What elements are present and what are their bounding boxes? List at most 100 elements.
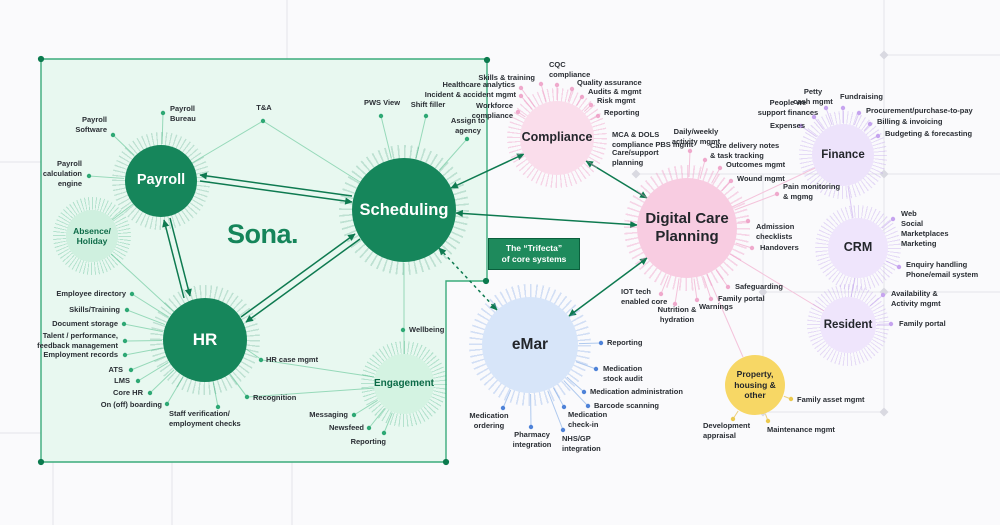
leader-line bbox=[368, 407, 386, 429]
leader-line bbox=[149, 369, 175, 394]
satellite-dot bbox=[86, 173, 92, 179]
satellite-label: Pharmacy integration bbox=[512, 430, 552, 449]
finance-node: Finance bbox=[812, 124, 874, 186]
link-line bbox=[246, 387, 377, 398]
satellite-label: Reporting bbox=[350, 437, 386, 447]
leader-line bbox=[130, 355, 166, 371]
satellite-dot bbox=[129, 291, 135, 297]
leader-line bbox=[520, 87, 536, 108]
leader-line bbox=[813, 116, 824, 130]
grid-diamond bbox=[879, 50, 889, 60]
link-line bbox=[111, 203, 134, 221]
connector-arrow bbox=[199, 180, 353, 205]
satellite-dot bbox=[728, 178, 734, 184]
satellite-dot bbox=[867, 121, 873, 127]
leader-line bbox=[137, 362, 169, 382]
satellite-dot bbox=[561, 404, 567, 410]
box-corner-dot bbox=[442, 458, 450, 466]
engagement-node: Engagement bbox=[374, 354, 434, 414]
satellite-label: Payroll calculation engine bbox=[42, 159, 82, 188]
satellite-dot bbox=[730, 416, 736, 422]
leader-line bbox=[735, 242, 753, 249]
satellite-dot bbox=[124, 307, 130, 313]
satellite-label: NHS/GP integration bbox=[562, 434, 601, 453]
satellite-dot bbox=[694, 297, 700, 303]
satellite-dot bbox=[122, 338, 128, 344]
satellite-dot bbox=[164, 401, 170, 407]
satellite-dot bbox=[258, 357, 264, 363]
satellite-dot bbox=[538, 81, 544, 87]
grid-diamond bbox=[879, 169, 889, 179]
satellite-label: Fundraising bbox=[840, 92, 883, 102]
satellite-label: ATS bbox=[108, 365, 123, 375]
box-corner-dot bbox=[37, 458, 45, 466]
satellite-label: PWS View bbox=[363, 98, 401, 108]
leader-line bbox=[131, 293, 169, 318]
satellite-dot bbox=[811, 114, 817, 120]
leader-line bbox=[353, 399, 378, 416]
connector-arrow bbox=[585, 160, 648, 199]
satellite-dot bbox=[464, 136, 470, 142]
satellite-label: Budgeting & forecasting bbox=[885, 129, 973, 139]
satellite-dot bbox=[128, 367, 134, 373]
compliance-node: Compliance bbox=[520, 101, 594, 175]
box-corner-dot bbox=[37, 55, 45, 63]
satellite-label: Expenses bbox=[770, 121, 806, 131]
satellite-label: Staff verification/ employment checks bbox=[169, 409, 241, 428]
satellite-label: Messaging bbox=[309, 410, 348, 420]
leader-line bbox=[721, 180, 732, 192]
satellite-label: Reporting bbox=[607, 338, 643, 348]
connector-arrow bbox=[240, 233, 356, 318]
satellite-dot bbox=[823, 105, 829, 111]
satellite-label: Employment records bbox=[43, 350, 118, 360]
satellite-label: Family portal bbox=[718, 294, 765, 304]
satellite-label: Outcomes mgmt bbox=[726, 160, 786, 170]
leader-line bbox=[112, 134, 135, 156]
satellite-label: Billing & invoicing bbox=[877, 117, 943, 127]
satellite-label: MCA & DOLS compliance PBS mgmt bbox=[612, 130, 694, 149]
satellite-label: Enquiry handling Phone/email system bbox=[906, 260, 979, 279]
satellite-dot bbox=[378, 113, 384, 119]
payroll-node: Payroll bbox=[125, 145, 197, 217]
satellite-label: Medication administration bbox=[590, 387, 683, 397]
box-corner-dot bbox=[482, 277, 490, 285]
satellite-label: Workforce compliance bbox=[471, 101, 513, 120]
link-line bbox=[262, 120, 361, 183]
leader-line bbox=[212, 382, 219, 408]
box-corner-dot bbox=[483, 56, 491, 64]
leader-line bbox=[699, 159, 706, 179]
link-line bbox=[850, 277, 856, 298]
satellite-label: Maintenance mgmt bbox=[767, 425, 835, 435]
leader-line bbox=[502, 389, 512, 409]
satellite-label: Barcode scanning bbox=[594, 401, 660, 411]
connector-arrow bbox=[455, 209, 638, 229]
leader-line bbox=[575, 361, 597, 370]
link-line bbox=[731, 167, 816, 208]
leader-line bbox=[380, 115, 392, 159]
satellite-dot bbox=[788, 396, 794, 402]
satellite-label: Shift filler bbox=[410, 100, 446, 110]
dashed-arrow bbox=[438, 247, 498, 311]
satellite-dot bbox=[702, 157, 708, 163]
satellite-dot bbox=[400, 327, 406, 333]
trifecta-badge-line2: of core systems bbox=[501, 254, 567, 264]
satellite-label: Core HR bbox=[112, 388, 143, 398]
satellite-label: Warnings bbox=[699, 302, 733, 312]
connector-arrow bbox=[162, 219, 185, 299]
hr-node: HR bbox=[163, 298, 247, 382]
leader-line bbox=[566, 376, 585, 393]
satellite-dot bbox=[745, 218, 751, 224]
satellite-label: Medication ordering bbox=[469, 411, 509, 430]
satellite-dot bbox=[381, 430, 387, 436]
satellite-dot bbox=[687, 148, 693, 154]
satellite-label: Reporting bbox=[604, 108, 640, 118]
satellite-dot bbox=[147, 390, 153, 396]
leader-line bbox=[540, 83, 547, 102]
connector-arrow bbox=[199, 172, 353, 197]
satellite-label: CQC compliance bbox=[549, 60, 591, 79]
satellite-dot bbox=[717, 165, 723, 171]
leader-line bbox=[800, 125, 817, 138]
satellite-dot bbox=[528, 424, 534, 430]
satellite-label: Care delivery notes & task tracking bbox=[710, 141, 780, 160]
